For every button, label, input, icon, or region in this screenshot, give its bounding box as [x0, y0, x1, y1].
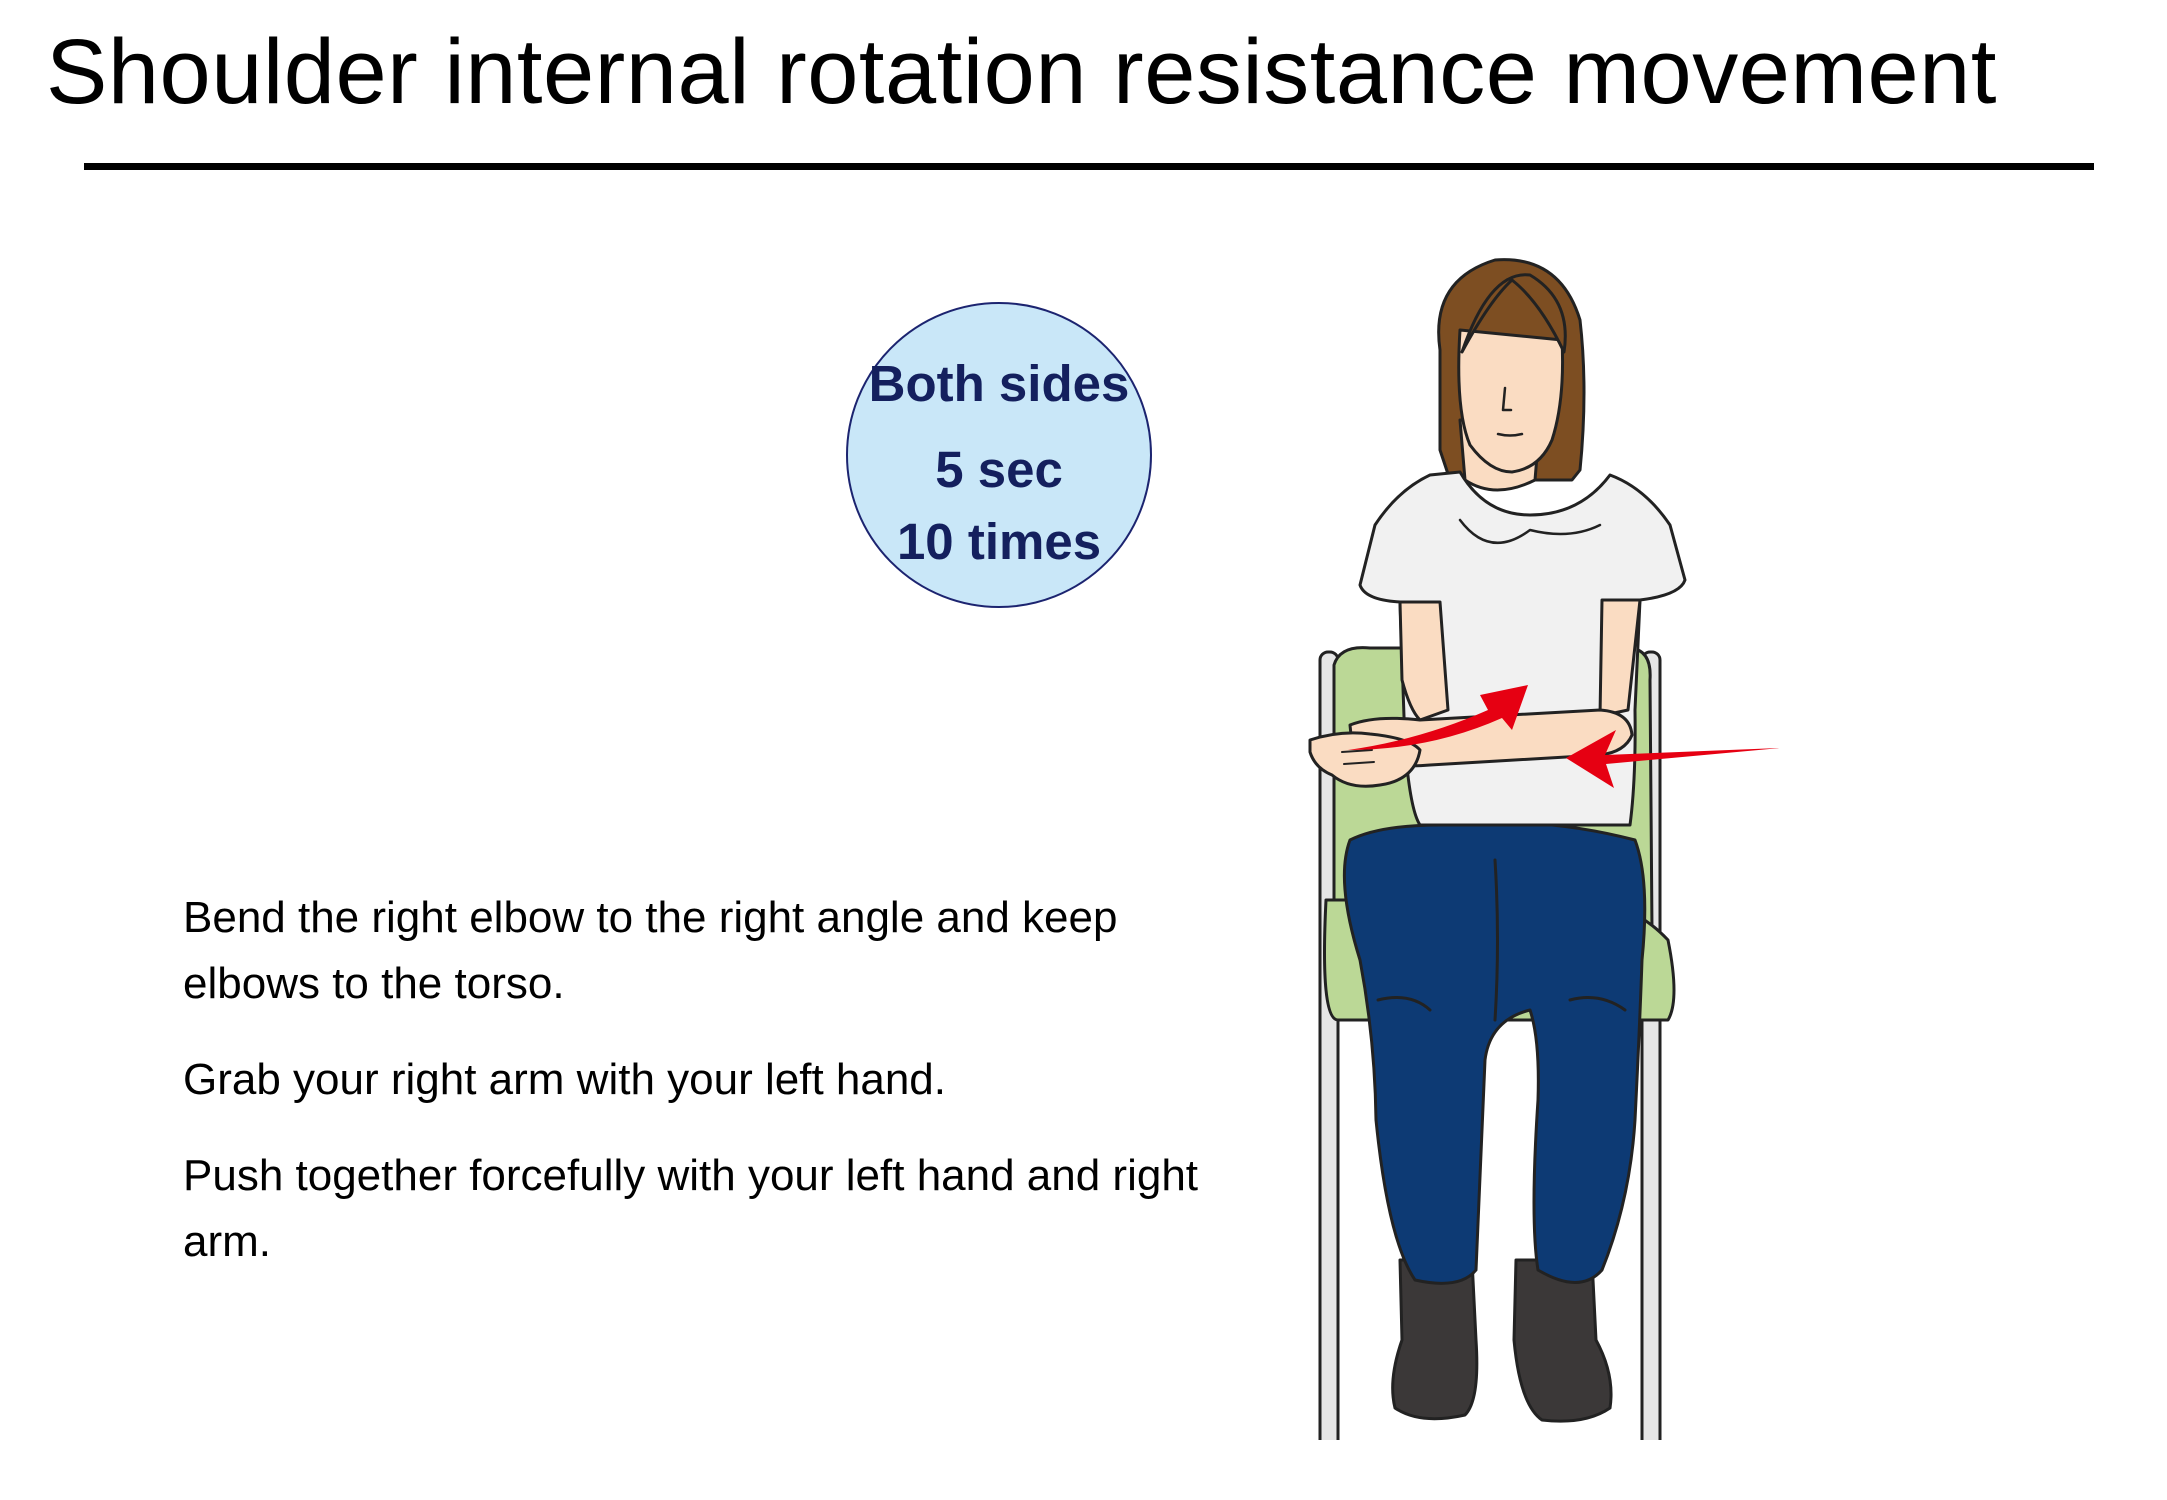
instruction-step-2: Grab your right arm with your left hand.: [183, 1055, 946, 1104]
exercise-illustration: [1308, 258, 1780, 1440]
instruction-step-1: Bend the right elbow to the right angle …: [183, 893, 1118, 1008]
force-arrows: [1348, 685, 1780, 788]
pants: [1342, 820, 1647, 1285]
badge-sides-label: Both sides: [868, 355, 1130, 412]
shoes: [1391, 1258, 1613, 1423]
repetition-badge: Both sides 5 sec 10 times: [846, 302, 1152, 608]
badge-reps-label: 10 times: [896, 513, 1102, 570]
instruction-list: Bend the right elbow to the right angle …: [183, 885, 1223, 1305]
title-divider: [84, 163, 2094, 170]
page-title: Shoulder internal rotation resistance mo…: [46, 21, 1997, 123]
face: [1457, 273, 1567, 474]
instruction-step-3: Push together forcefully with your left …: [183, 1151, 1199, 1266]
badge-duration-label: 5 sec: [935, 441, 1063, 498]
